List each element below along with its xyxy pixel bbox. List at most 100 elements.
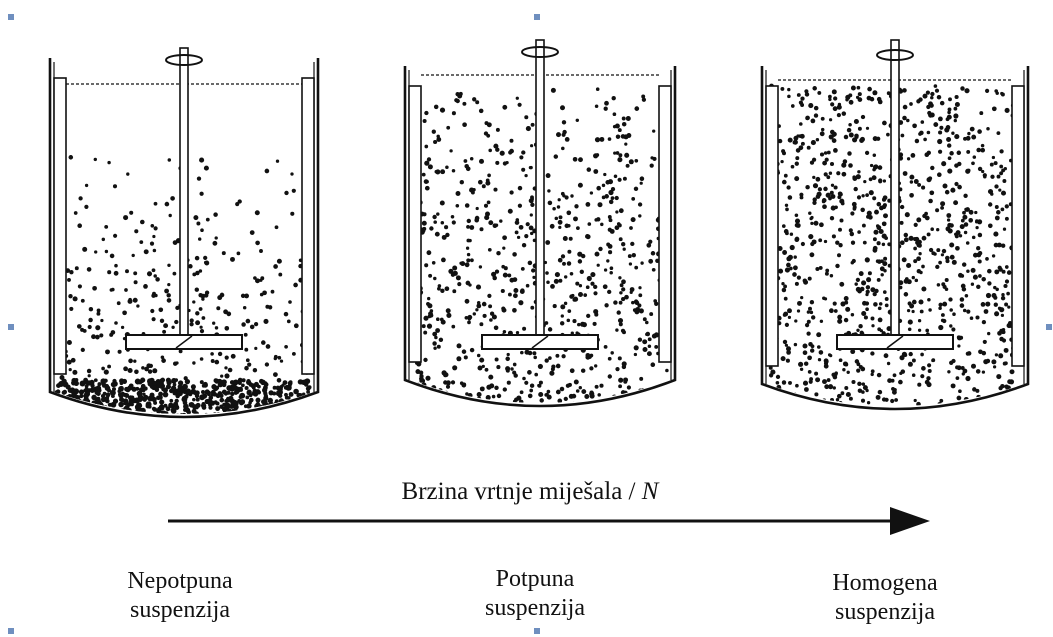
particle	[977, 219, 982, 224]
particle	[423, 358, 427, 362]
particle	[1014, 409, 1017, 412]
resize-handle-top-left[interactable]	[8, 14, 14, 20]
sediment-particle	[83, 408, 87, 412]
particle	[577, 323, 581, 327]
particle	[272, 422, 277, 427]
particle	[530, 213, 533, 216]
sediment-particle	[215, 386, 219, 390]
particle	[787, 308, 792, 313]
particle	[166, 293, 170, 297]
particle	[604, 194, 609, 199]
particle	[801, 242, 805, 246]
sediment-particle	[230, 426, 234, 430]
sediment-particle	[268, 398, 273, 403]
particle	[437, 345, 441, 349]
particle	[921, 366, 926, 371]
resize-handle-bottom-center[interactable]	[534, 628, 540, 634]
particle	[275, 412, 279, 416]
particle	[224, 366, 227, 369]
particle	[940, 101, 945, 106]
particle	[838, 228, 842, 232]
particle	[578, 292, 583, 297]
sediment-particle	[256, 423, 261, 428]
sediment-particle	[85, 408, 90, 413]
particle	[829, 118, 832, 121]
particle	[978, 259, 982, 263]
particle	[433, 346, 436, 349]
particle	[983, 340, 987, 344]
particle	[645, 321, 649, 325]
particle	[865, 193, 869, 197]
resize-handle-middle-right[interactable]	[1046, 324, 1052, 330]
particle	[134, 280, 138, 284]
particle	[442, 370, 447, 375]
particle	[484, 204, 488, 208]
particle	[812, 201, 816, 205]
particle	[962, 211, 966, 215]
particle	[844, 296, 849, 301]
particle	[984, 309, 989, 314]
resize-handle-top-center[interactable]	[534, 14, 540, 20]
particle	[785, 344, 788, 347]
particle	[982, 320, 986, 324]
particle	[647, 351, 652, 356]
particle	[942, 319, 946, 323]
particle	[829, 172, 832, 175]
particle	[595, 137, 600, 142]
sediment-particle	[135, 378, 141, 384]
particle	[92, 286, 97, 291]
particle	[971, 364, 976, 369]
sediment-particle	[265, 414, 271, 420]
particle	[122, 310, 127, 315]
particle	[113, 424, 117, 428]
particle	[809, 377, 813, 381]
particle	[82, 247, 87, 252]
particle	[830, 216, 834, 220]
particle	[883, 290, 887, 294]
particle	[487, 294, 491, 298]
particle	[883, 179, 886, 182]
particle	[238, 199, 242, 203]
particle	[589, 366, 593, 370]
sediment-particle	[111, 402, 117, 408]
resize-handle-bottom-left[interactable]	[8, 628, 14, 634]
particle	[597, 393, 601, 397]
sediment-particle	[62, 399, 68, 405]
particle	[121, 326, 124, 329]
particle	[228, 418, 232, 422]
particle	[814, 392, 818, 396]
sediment-particle	[254, 404, 258, 408]
particle	[246, 358, 250, 362]
particle	[199, 326, 202, 329]
particle	[816, 332, 821, 337]
particle	[804, 387, 809, 392]
resize-handle-middle-left[interactable]	[8, 324, 14, 330]
particle	[908, 320, 913, 325]
particle	[275, 225, 279, 229]
particle	[652, 157, 656, 161]
particle	[587, 276, 592, 281]
particle	[75, 266, 79, 270]
sediment-particle	[101, 417, 107, 423]
particle	[810, 222, 813, 225]
sediment-particle	[302, 408, 307, 413]
particle	[580, 270, 584, 274]
particle	[638, 214, 641, 217]
particle	[818, 415, 822, 419]
particle	[823, 187, 827, 191]
particle	[493, 223, 498, 228]
particle	[986, 359, 990, 363]
particle	[495, 161, 499, 165]
particle	[507, 381, 511, 385]
particle	[123, 366, 128, 371]
particle	[478, 180, 483, 185]
particle	[920, 310, 924, 314]
particle	[976, 369, 981, 374]
particle	[631, 197, 635, 201]
sediment-particle	[122, 379, 127, 384]
particle	[936, 248, 940, 252]
particle	[615, 196, 619, 200]
sediment-particle	[280, 427, 285, 432]
particle	[486, 385, 491, 390]
particle	[107, 365, 111, 369]
